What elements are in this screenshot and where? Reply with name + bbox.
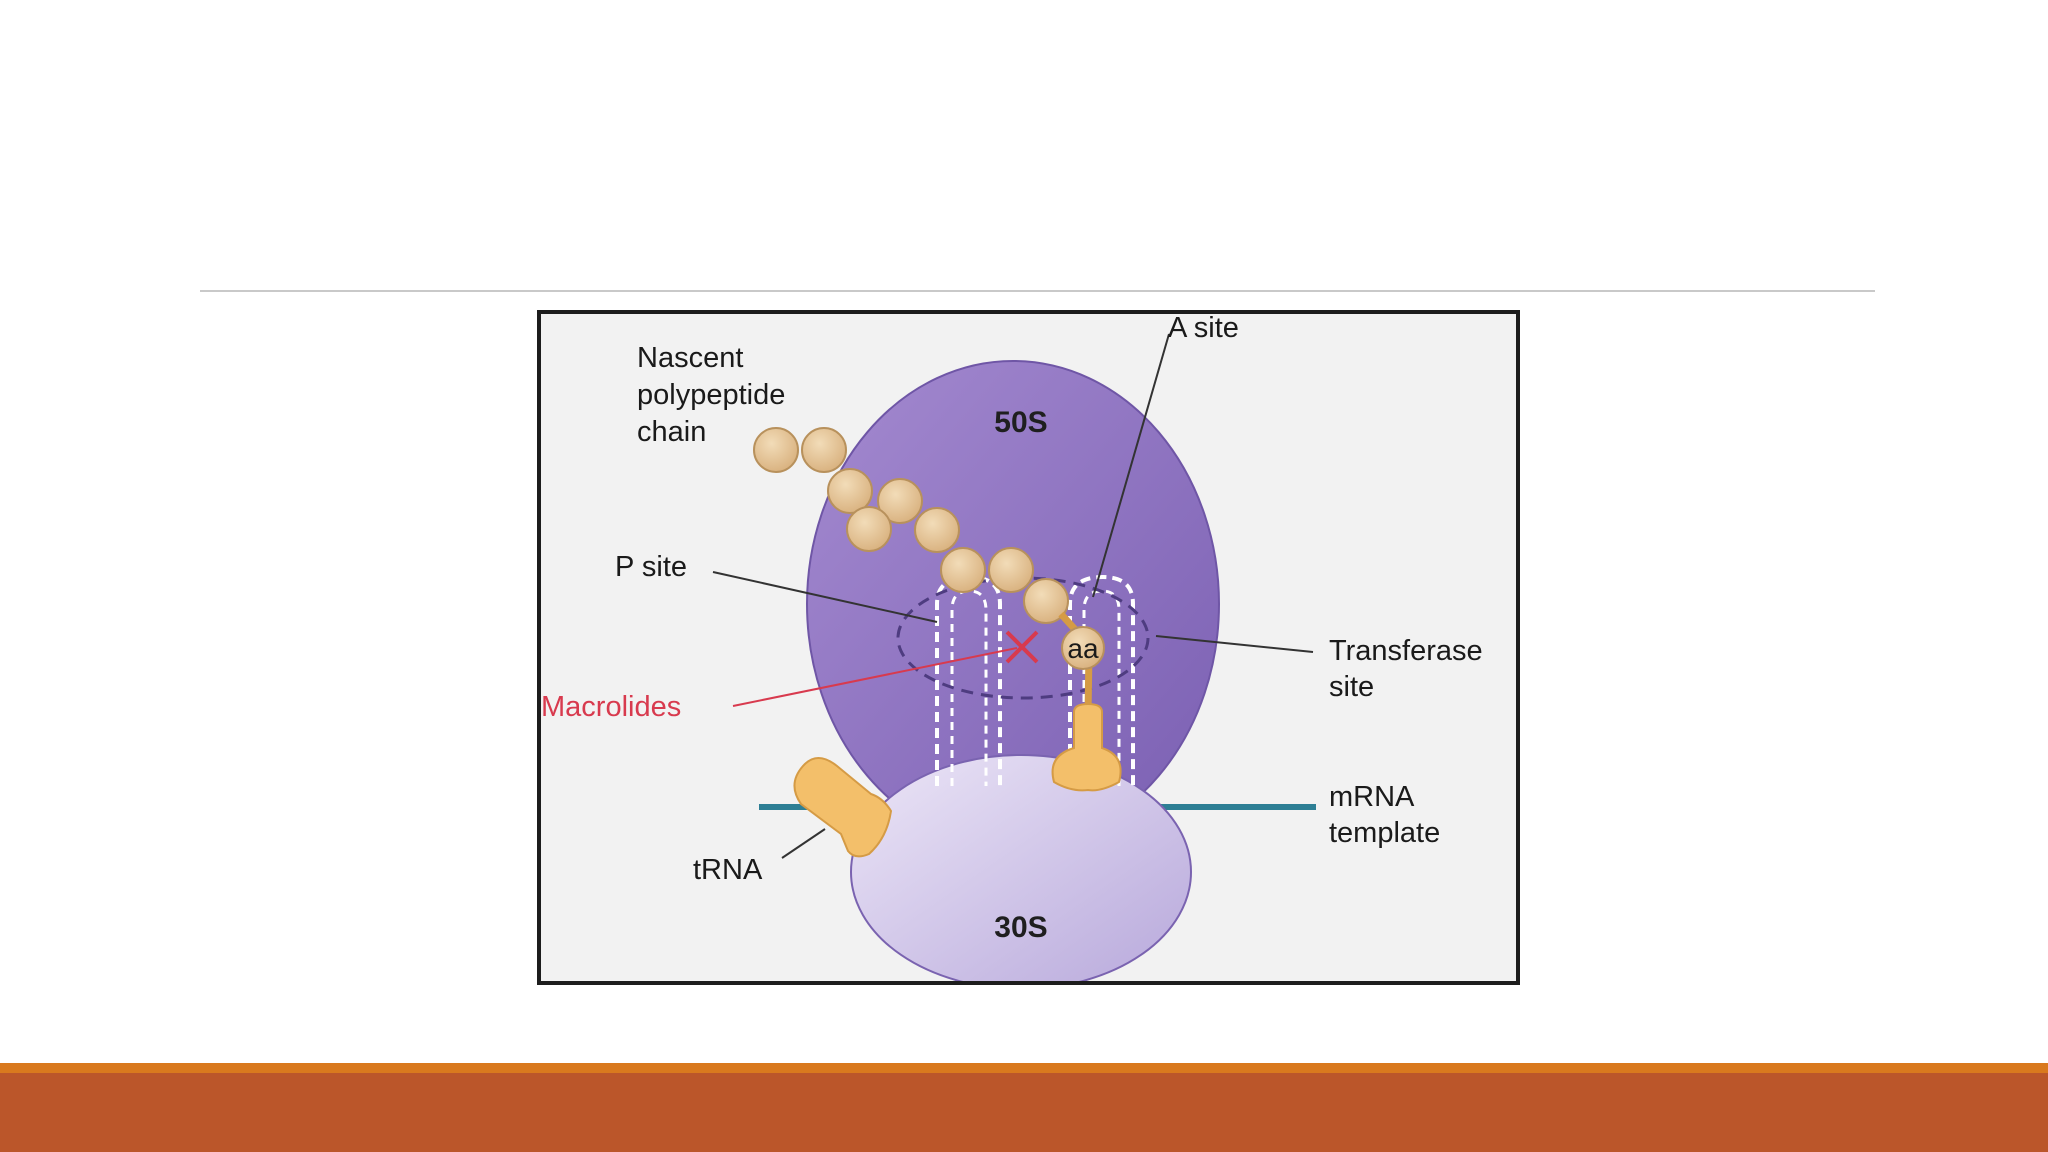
a-site-trna-outline xyxy=(1068,574,1135,786)
p-site-trna-inner xyxy=(950,589,988,786)
a-site-trna xyxy=(1051,702,1122,792)
mrna-label-2: template xyxy=(1329,817,1440,849)
small-subunit-30s xyxy=(850,754,1192,981)
title-divider xyxy=(200,290,1875,292)
transferase-label-2: site xyxy=(1329,671,1374,703)
transferase-label-1: Transferase xyxy=(1329,635,1483,667)
p-site-label: P site xyxy=(615,551,687,583)
peptide-bead xyxy=(988,547,1034,593)
amino-acid-bead xyxy=(1061,626,1105,670)
footer-accent-band xyxy=(0,1063,2048,1073)
a-site-trna-inner xyxy=(1082,589,1121,786)
polypeptide-chain xyxy=(753,427,1069,624)
macrolides-label: Macrolides xyxy=(541,691,681,723)
label-50s: 50S xyxy=(994,406,1047,439)
ribosome-diagram: aa Nascent polypeptide chain A site P si… xyxy=(537,310,1520,985)
a-site-label: A site xyxy=(1168,314,1239,344)
peptide-bead xyxy=(914,507,960,553)
transferase-leader xyxy=(1155,635,1314,653)
macrolide-block-x xyxy=(1005,630,1039,664)
trna-label: tRNA xyxy=(693,854,763,886)
peptide-bead xyxy=(801,427,847,473)
peptide-bead xyxy=(827,468,873,514)
amino-acid-label: aa xyxy=(1067,633,1099,664)
ribosome-svg: aa Nascent polypeptide chain A site P si… xyxy=(541,314,1483,981)
macrolides-leader xyxy=(732,647,1018,707)
footer-band xyxy=(0,1073,2048,1152)
nascent-label-2: polypeptide xyxy=(637,379,785,411)
peptide-bead xyxy=(753,427,799,473)
trna-leader xyxy=(781,828,826,859)
p-site-leader xyxy=(712,571,938,623)
label-30s: 30S xyxy=(994,911,1047,944)
peptide-bead xyxy=(940,547,986,593)
peptide-bead xyxy=(877,478,923,524)
mrna-label-1: mRNA xyxy=(1329,781,1415,813)
nascent-label-3: chain xyxy=(637,416,706,448)
nascent-label-1: Nascent xyxy=(637,342,743,374)
a-site-leader xyxy=(1092,333,1170,598)
peptide-bead xyxy=(1023,578,1069,624)
peptide-bead xyxy=(846,506,892,552)
free-trna xyxy=(793,757,893,858)
